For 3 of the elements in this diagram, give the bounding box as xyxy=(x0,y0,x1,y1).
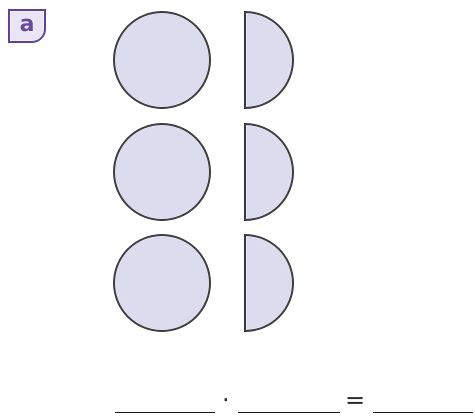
multiplication-sign: · xyxy=(222,386,230,414)
equals-sign: = xyxy=(345,386,366,414)
task-letter-badge: a xyxy=(8,9,46,43)
